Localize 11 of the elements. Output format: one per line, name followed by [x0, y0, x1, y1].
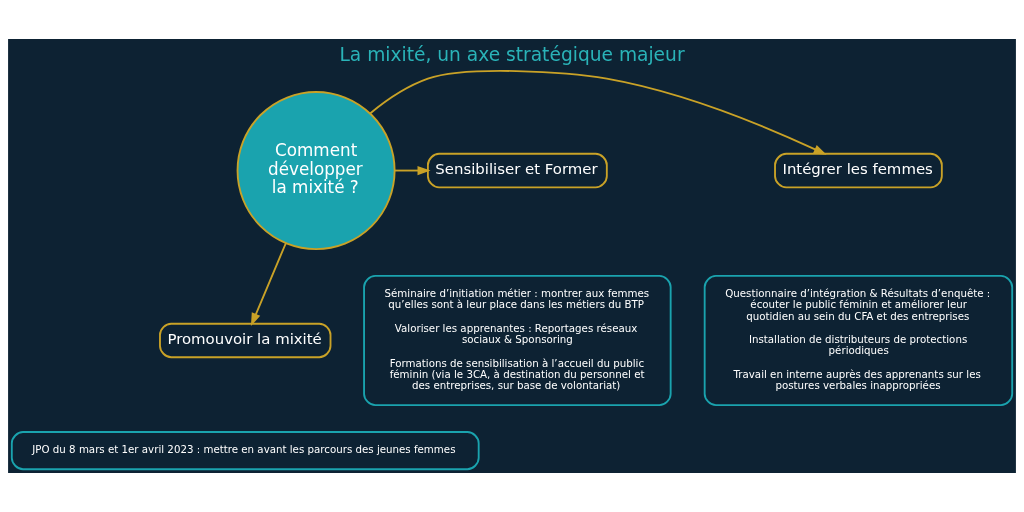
node-box: Promouvoir la mixité: [159, 322, 332, 359]
node-box: Séminaire d’initiation métier : montrer aux femmes qu’elles sont à leur place dans les métiers du BTP Valoriser les apprenantes : Reportages réseaux sociaux & Sponsoring Formations de sensibilisation à l’accueil du public féminin (via le 3CA, à destination du personnel et des entreprises, sur base de volontariat): [363, 274, 672, 407]
diagram-title: La mixité, un axe stratégique majeur: [339, 44, 685, 66]
node-box: Questionnaire d’intégration & Résultats d’enquête : écouter le public féminin et améliorer leur quotidien au sein du CFA et des entreprises Installation de distributeurs de protections périodiques Travail en interne auprès des apprenants sur les postures verbales inappropriées: [703, 274, 1014, 407]
node-circle: Comment développer la mixité ?: [236, 91, 396, 251]
node-box: Sensibiliser et Former: [426, 152, 608, 189]
node-box: Intégrer les femmes: [774, 152, 943, 189]
node-box: JPO du 8 mars et 1er avril 2023 : mettre en avant les parcours des jeunes femmes: [10, 431, 480, 471]
arrow: [250, 242, 287, 327]
arrow: [369, 69, 827, 155]
arrow: [393, 165, 431, 176]
